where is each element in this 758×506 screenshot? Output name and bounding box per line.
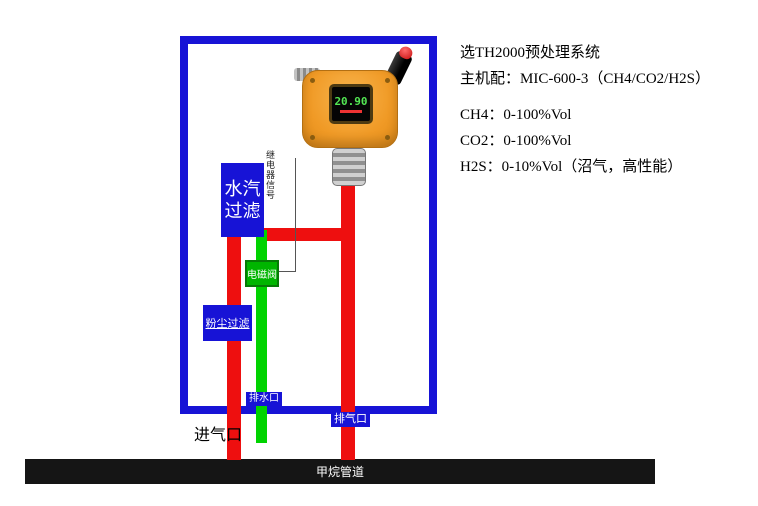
exhaust-gas-pipe bbox=[341, 168, 355, 460]
gas-inlet-label: 进气口 bbox=[194, 427, 243, 444]
solenoid-valve-label: 电磁阀 bbox=[247, 270, 277, 281]
inlet-gas-pipe bbox=[227, 230, 241, 460]
relay-signal-label: 继电器信号 bbox=[265, 150, 275, 200]
pipeline-label: 甲烷管道 bbox=[315, 465, 364, 479]
drain-pipe bbox=[256, 230, 267, 443]
info-line-co2: CO2：0-100%Vol bbox=[460, 133, 572, 149]
gas-detector-device: 20.90 bbox=[290, 48, 418, 188]
screw-dot-icon bbox=[310, 135, 315, 140]
relay-signal-line-vertical bbox=[295, 158, 296, 272]
detector-screen-bar bbox=[340, 110, 362, 113]
connector-pipe bbox=[258, 228, 355, 241]
info-line-system: 选TH2000预处理系统 bbox=[460, 45, 600, 61]
water-vapor-filter-box: 水汽过滤 bbox=[221, 163, 264, 237]
screw-dot-icon bbox=[310, 78, 315, 83]
methane-pipeline-bar: 甲烷管道 bbox=[25, 459, 655, 484]
solenoid-valve-box: 电磁阀 bbox=[245, 260, 279, 287]
info-line-h2s: H2S：0-10%Vol（沼气，高性能） bbox=[460, 159, 683, 175]
water-vapor-filter-label: 水汽过滤 bbox=[224, 178, 261, 222]
screw-dot-icon bbox=[385, 78, 390, 83]
detector-screen: 20.90 bbox=[329, 84, 373, 124]
dust-filter-label: 粉尘过滤 bbox=[205, 318, 250, 330]
relay-signal-line-horizontal bbox=[278, 271, 296, 272]
dust-filter-box: 粉尘过滤 bbox=[203, 305, 252, 341]
info-panel: 选TH2000预处理系统 主机配：MIC-600-3（CH4/CO2/H2S） … bbox=[460, 44, 754, 184]
exhaust-outlet-label: 排气口 bbox=[331, 412, 370, 427]
detector-body: 20.90 bbox=[302, 70, 398, 148]
sensor-cylinder bbox=[332, 148, 366, 186]
info-line-host: 主机配：MIC-600-3（CH4/CO2/H2S） bbox=[460, 71, 711, 87]
info-line-ch4: CH4：0-100%Vol bbox=[460, 107, 572, 123]
enclosure-outline bbox=[180, 36, 437, 414]
drain-outlet-label: 排水口 bbox=[246, 392, 282, 406]
detector-display-value: 20.90 bbox=[334, 95, 368, 108]
screw-dot-icon bbox=[385, 135, 390, 140]
